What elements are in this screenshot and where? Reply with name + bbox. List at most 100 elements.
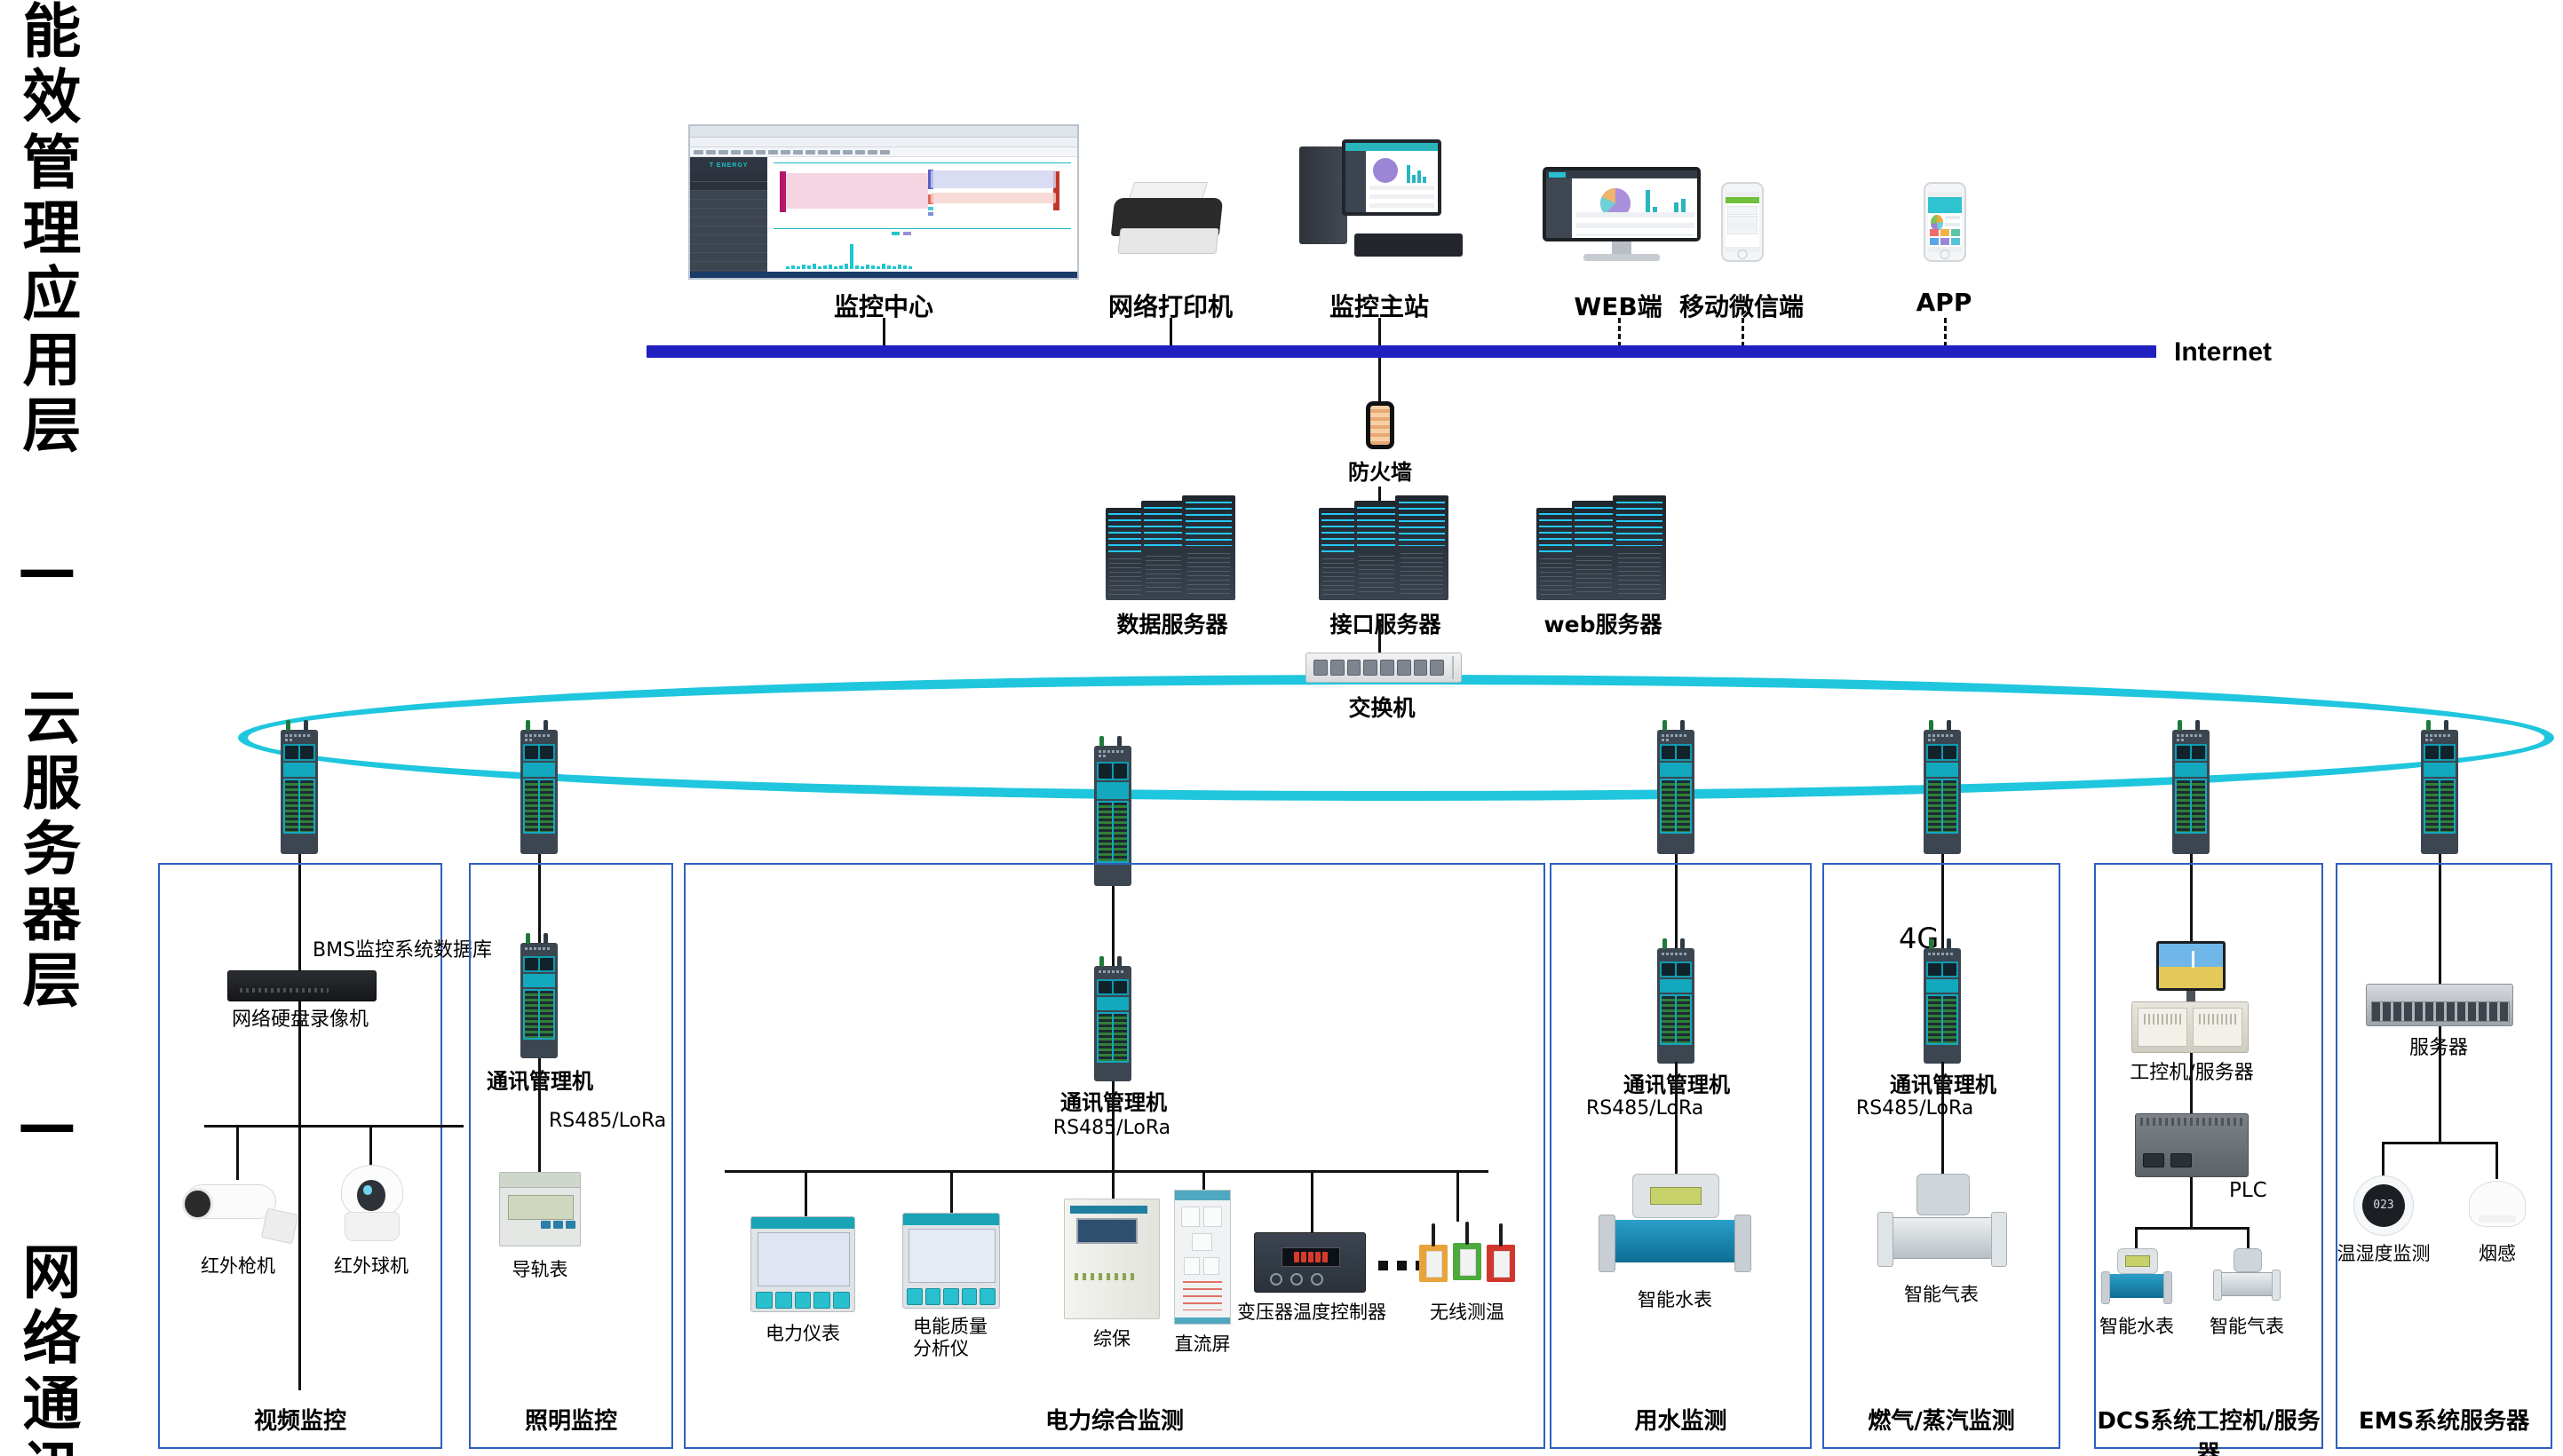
server-label-interface: 接口服务器	[1329, 612, 1441, 637]
link-pq-analyzer	[950, 1170, 953, 1218]
communication-gateway-icon	[1657, 720, 1694, 854]
link-comm-din-meter	[538, 1058, 541, 1174]
temp-humidity-sensor-icon: 023	[2353, 1175, 2414, 1236]
link-server-switch	[1378, 621, 1381, 655]
dashboard-monitor-icon: T ENERGY	[688, 124, 1079, 280]
wireless-temp-sensor-icon	[1487, 1223, 1515, 1282]
switch-label: 交换机	[1348, 695, 1416, 721]
network-switch-icon	[1305, 653, 1462, 683]
link-bullet-camera	[236, 1125, 239, 1180]
temp-value: 023	[2373, 1199, 2394, 1213]
internet-label: Internet	[2174, 337, 2273, 367]
device-label-monitoring-center: 监控中心	[833, 292, 934, 321]
link-wireless-temp	[1456, 1170, 1459, 1222]
interface-server-icon	[1319, 495, 1452, 600]
link-ems-temp	[2382, 1142, 2384, 1179]
area-title-dcs: DCS系统工控机/服务器	[2097, 1408, 2321, 1456]
smart-gas-meter-icon	[1877, 1174, 2007, 1273]
layer-title-text: 能效管理应用层 — 云服务器层 — 网络通讯层 — 现场设备层	[12, 0, 82, 1456]
area-power	[684, 863, 1545, 1449]
dome-camera-icon	[336, 1165, 407, 1242]
bullet-camera-icon	[182, 1172, 300, 1245]
bus-label-rs485-gas: RS485/LoRa	[1856, 1097, 1974, 1120]
device-label-web: WEB端	[1574, 292, 1662, 321]
layer-title: 能效管理应用层 — 云服务器层 — 网络通讯层 — 现场设备层	[5, 0, 87, 1456]
area-title-gas: 燃气/蒸汽监测	[1868, 1408, 2015, 1435]
communication-gateway-icon	[1094, 736, 1131, 886]
smoke-detector-icon	[2469, 1181, 2526, 1227]
area-title-ems: EMS系统服务器	[2358, 1408, 2530, 1435]
area-title-power: 电力综合监测	[1044, 1408, 1184, 1435]
communication-gateway-icon	[281, 720, 318, 854]
app-phone-icon	[1924, 182, 1966, 262]
link-printer	[1170, 318, 1172, 355]
link-dc-panel	[1202, 1170, 1205, 1197]
smart-water-meter-icon	[1599, 1174, 1751, 1275]
wechat-phone-icon	[1721, 182, 1764, 262]
smart-gas-meter-icon	[2213, 1248, 2281, 1303]
link-ipc-plc	[2190, 1053, 2193, 1113]
rack-server-icon	[2366, 984, 2513, 1026]
comm-manager-icon	[520, 933, 558, 1058]
link-transformer-ctrl	[1311, 1170, 1313, 1234]
link-plc-gas	[2247, 1227, 2250, 1252]
area-video	[158, 863, 442, 1449]
area-ems	[2336, 863, 2552, 1449]
din-rail-meter-label: 导轨表	[512, 1259, 568, 1280]
area-title-video: 视频监控	[253, 1408, 346, 1435]
dcs-water-meter-label: 智能水表	[2099, 1316, 2174, 1337]
device-label-printer: 网络打印机	[1107, 292, 1234, 321]
link-comm-gas-meter	[1941, 1062, 1944, 1175]
camera-bus	[204, 1125, 464, 1128]
link-comm-water-meter	[1675, 1062, 1678, 1175]
link-comm-power-bus	[1112, 1081, 1115, 1172]
ems-device-bus	[2382, 1142, 2497, 1144]
link-gateway-water	[1675, 854, 1678, 948]
comm-manager-icon	[1094, 956, 1131, 1081]
nvr-icon	[227, 970, 377, 1001]
protection-cabinet-label: 综保	[1093, 1328, 1131, 1349]
link-power-meter	[805, 1170, 807, 1222]
gas-meter-label: 智能气表	[1904, 1284, 1979, 1305]
transformer-temp-controller-icon	[1254, 1232, 1366, 1293]
link-protection	[1112, 1170, 1115, 1204]
communication-gateway-icon	[520, 720, 558, 854]
industrial-pc-icon	[2131, 1001, 2249, 1053]
din-rail-meter-icon	[499, 1172, 581, 1246]
server-label-data: 数据服务器	[1116, 612, 1228, 637]
wireless-temp-label: 无线测温	[1430, 1302, 1504, 1323]
link-gateway-dcs	[2190, 854, 2193, 961]
link-nvr-bus	[298, 1000, 301, 1124]
area-dcs	[2094, 863, 2323, 1449]
dcs-gas-meter-label: 智能气表	[2210, 1316, 2284, 1337]
link-gateway-lighting	[538, 854, 541, 943]
pq-analyzer-label: 电能质量 分析仪	[913, 1316, 988, 1359]
dc-panel-label: 直流屏	[1174, 1333, 1231, 1355]
wireless-temp-sensor-icon	[1453, 1222, 1481, 1280]
temp-humidity-label: 温湿度监测	[2337, 1243, 2431, 1264]
smart-water-meter-icon	[2101, 1248, 2172, 1305]
link-internet-firewall	[1378, 358, 1381, 404]
transformer-temp-controller-label: 变压器温度控制器	[1237, 1302, 1386, 1323]
comm-manager-icon	[1924, 938, 1961, 1064]
plc-device-bus	[2135, 1227, 2249, 1230]
data-server-icon	[1106, 495, 1239, 600]
desktop-workstation-icon	[1292, 138, 1470, 262]
water-meter-label: 智能水表	[1638, 1289, 1712, 1310]
area-title-water: 用水监测	[1634, 1408, 1727, 1435]
power-meter-icon	[750, 1216, 855, 1312]
web-server-icon	[1536, 495, 1670, 600]
link-master-station	[1378, 318, 1381, 355]
network-printer-icon	[1110, 182, 1226, 262]
area-title-lighting: 照明监控	[524, 1408, 617, 1435]
bus-label-rs485-water: RS485/LoRa	[1586, 1097, 1704, 1120]
link-app	[1944, 318, 1947, 355]
link-gateway-gas	[1941, 854, 1944, 948]
power-quality-analyzer-icon	[902, 1213, 1000, 1309]
area-water	[1550, 863, 1812, 1449]
link-plc-bus	[2190, 1177, 2193, 1227]
web-monitor-icon	[1543, 167, 1701, 263]
link-ems-smoke	[2496, 1142, 2498, 1179]
link-dome-camera	[369, 1125, 372, 1171]
link-monitoring-center	[883, 318, 885, 355]
